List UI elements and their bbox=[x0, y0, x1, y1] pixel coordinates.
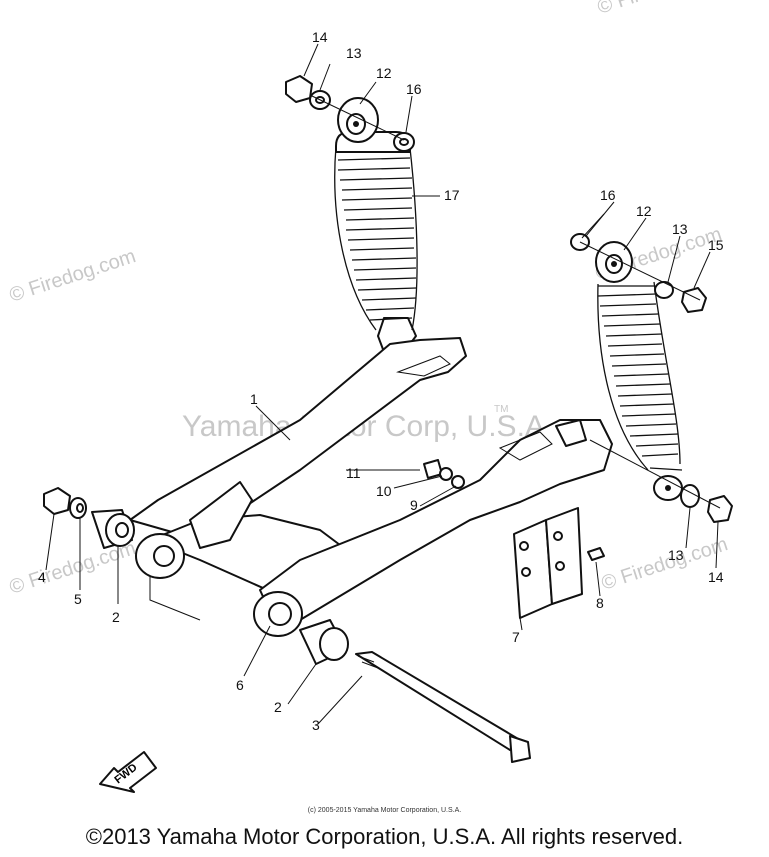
callout-13: 13 bbox=[346, 45, 362, 61]
callout-16: 16 bbox=[406, 81, 422, 97]
callout-2: 2 bbox=[274, 699, 282, 715]
callout-7: 7 bbox=[512, 629, 520, 645]
callout-17: 17 bbox=[444, 187, 460, 203]
callout-9: 9 bbox=[410, 497, 418, 513]
callout-14: 14 bbox=[708, 569, 724, 585]
copyright-notice: ©2013 Yamaha Motor Corporation, U.S.A. A… bbox=[85, 824, 684, 849]
leader-lines bbox=[45, 43, 719, 725]
callout-1: 1 bbox=[250, 391, 258, 407]
callout-2: 2 bbox=[112, 609, 120, 625]
callout-15: 15 bbox=[708, 237, 724, 253]
callout-3: 3 bbox=[312, 717, 320, 733]
callout-11: 11 bbox=[346, 465, 361, 481]
watermark-firedog: © Firedog.com bbox=[599, 533, 731, 595]
watermark-firedog: © Firedog.com bbox=[7, 245, 139, 307]
callout-13: 13 bbox=[668, 547, 684, 563]
right-shock-absorber bbox=[595, 241, 683, 501]
callout-10: 10 bbox=[376, 483, 392, 499]
callout-12: 12 bbox=[376, 65, 392, 81]
left-pivot-nut-washer bbox=[43, 487, 87, 519]
callout-13: 13 bbox=[672, 221, 688, 237]
left-shock-hardware bbox=[285, 75, 415, 152]
callout-16: 16 bbox=[600, 187, 616, 203]
callouts: 1 2 2 3 4 5 6 7 8 9 10 11 12 12 13 13 13… bbox=[38, 29, 724, 733]
callout-5: 5 bbox=[74, 591, 82, 607]
chain-bracket bbox=[513, 507, 583, 619]
watermark-tm: TM bbox=[494, 404, 508, 415]
forward-arrow: FWD bbox=[99, 751, 157, 793]
watermark-firedog: © Firedog.com bbox=[595, 0, 727, 19]
callout-14: 14 bbox=[312, 29, 328, 45]
swingarm bbox=[129, 337, 613, 637]
bushings bbox=[91, 509, 349, 665]
watermark-firedog: © Firedog.com bbox=[312, 0, 444, 3]
pivot-shaft bbox=[355, 651, 531, 763]
callout-8: 8 bbox=[596, 595, 604, 611]
small-copyright: (c) 2005-2015 Yamaha Motor Corporation, … bbox=[307, 807, 462, 814]
callout-12: 12 bbox=[636, 203, 652, 219]
small-hardware bbox=[423, 459, 605, 561]
callout-4: 4 bbox=[38, 569, 46, 585]
left-shock-absorber bbox=[334, 97, 418, 353]
right-shock-hardware bbox=[570, 233, 733, 523]
callout-6: 6 bbox=[236, 677, 244, 693]
